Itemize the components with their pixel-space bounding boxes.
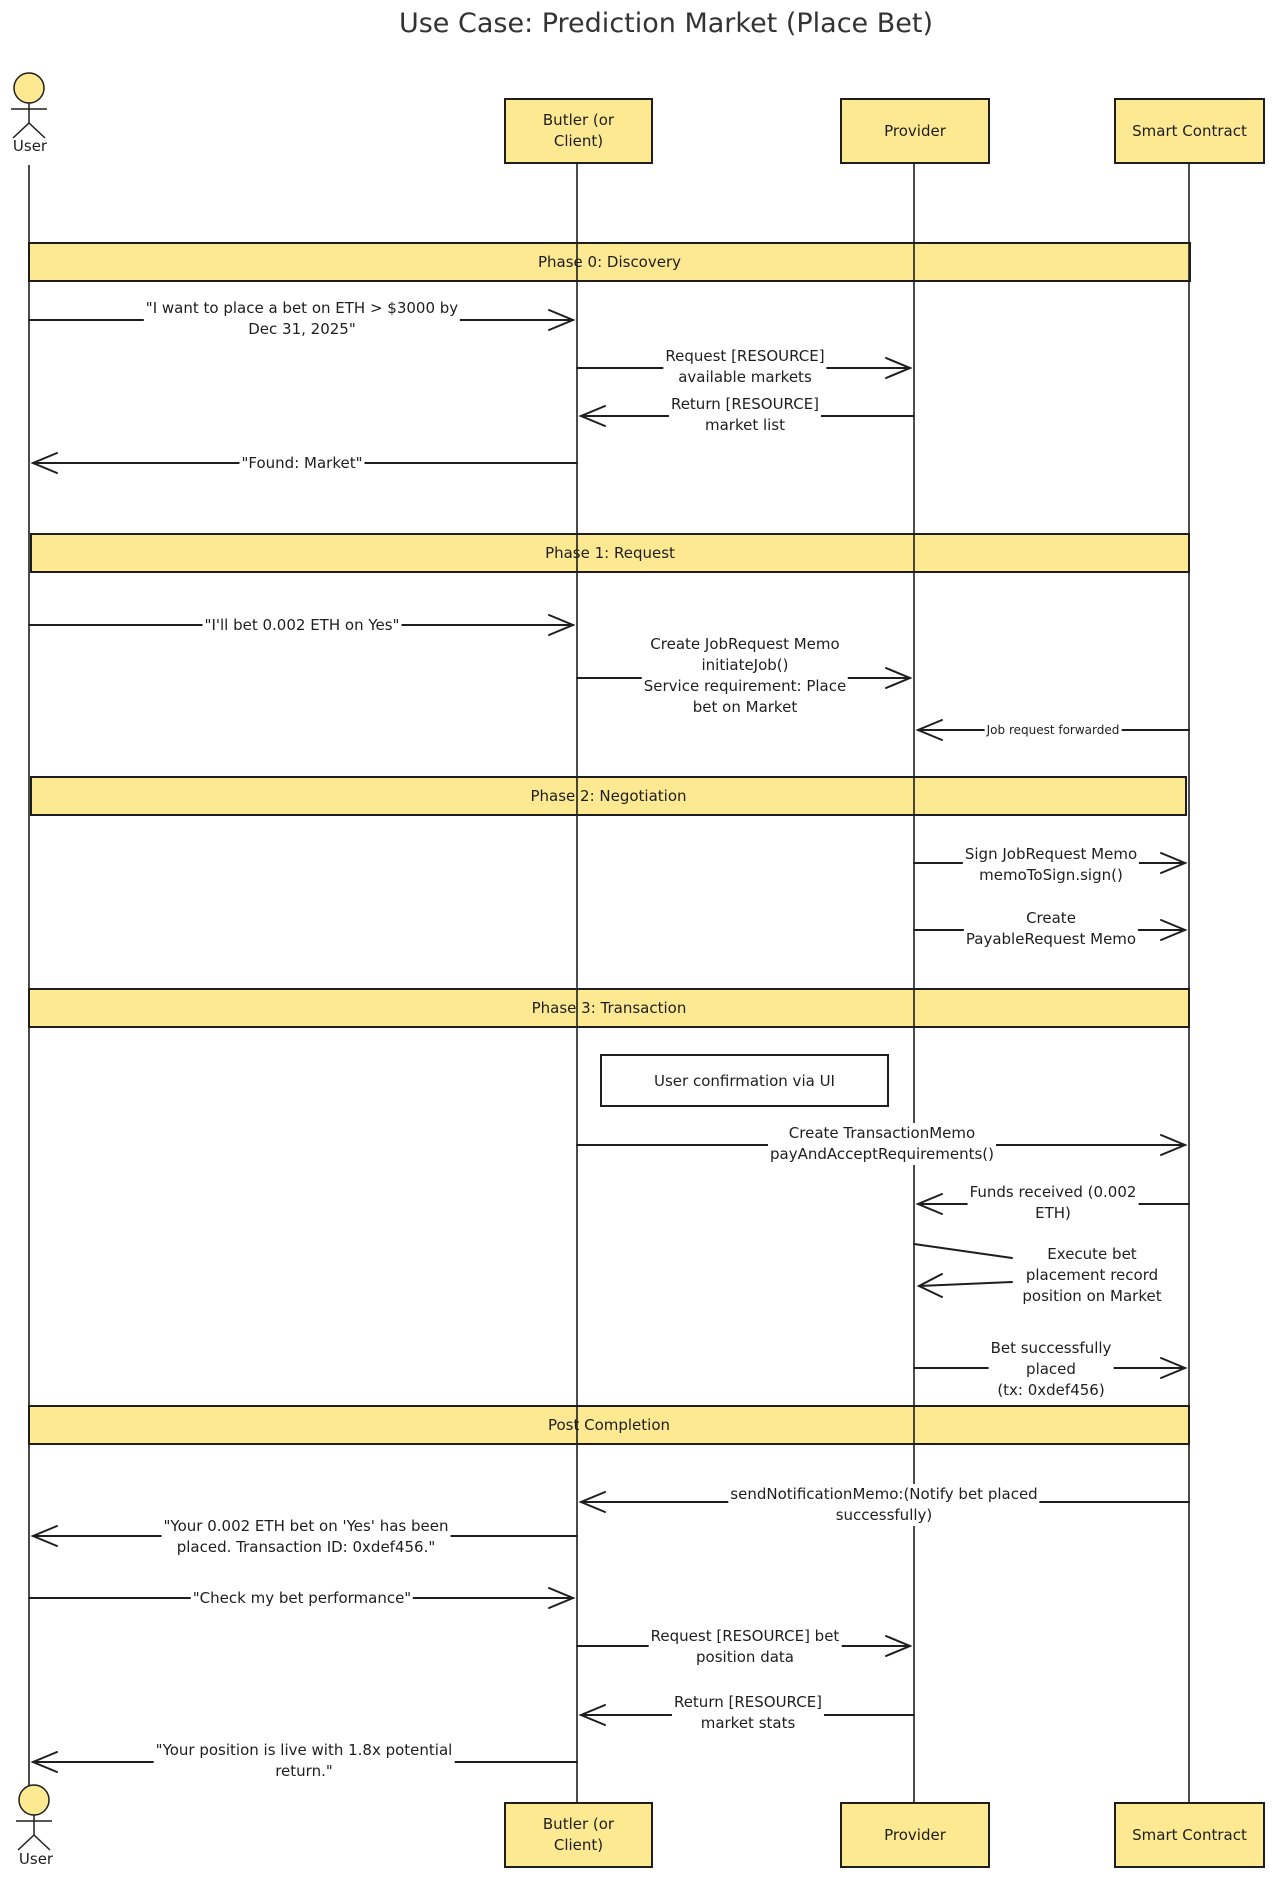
- phase-label: Phase 3: Transaction: [531, 999, 687, 1017]
- participant-provider-bottom: Provider: [840, 1802, 990, 1868]
- message-label: "I'll bet 0.002 ETH on Yes": [202, 615, 402, 636]
- message-arrow: [913, 1243, 1013, 1298]
- message-label: Create TransactionMemo payAndAcceptRequi…: [768, 1123, 996, 1165]
- phase-request: Phase 1: Request: [30, 533, 1190, 573]
- actor-user-label: User: [12, 137, 48, 155]
- phase-label: Phase 0: Discovery: [537, 253, 682, 271]
- message-label: Request [RESOURCE] available markets: [663, 346, 827, 388]
- phase-label: Post Completion: [547, 1416, 671, 1434]
- phase-negotiation: Phase 2: Negotiation: [30, 776, 1187, 816]
- participant-contract: Smart Contract: [1114, 98, 1265, 164]
- message-label: "I want to place a bet on ETH > $3000 by…: [143, 298, 461, 340]
- message-label: Execute bet placement record position on…: [1020, 1244, 1164, 1307]
- participant-contract-bottom: Smart Contract: [1114, 1802, 1265, 1868]
- phase-transaction: Phase 3: Transaction: [28, 988, 1190, 1028]
- message-label: Bet successfully placed (tx: 0xdef456): [988, 1338, 1114, 1401]
- message-label: Request [RESOURCE] bet position data: [648, 1626, 842, 1668]
- message-label: Create PayableRequest Memo: [963, 908, 1139, 950]
- user-actor-top: [11, 72, 47, 139]
- message-label: Funds received (0.002 ETH): [967, 1182, 1139, 1224]
- actor-user-label-bottom: User: [18, 1850, 54, 1868]
- diagram-title: Use Case: Prediction Market (Place Bet): [398, 8, 934, 39]
- message-label: "Your position is live with 1.8x potenti…: [153, 1740, 455, 1782]
- participant-butler: Butler (or Client): [504, 98, 653, 164]
- message-label: Return [RESOURCE] market stats: [671, 1692, 825, 1734]
- message-label: "Check my bet performance": [190, 1588, 414, 1609]
- phase-discovery: Phase 0: Discovery: [28, 242, 1191, 282]
- user-actor-bottom: [16, 1784, 52, 1851]
- participant-provider: Provider: [840, 98, 990, 164]
- phase-label: Phase 1: Request: [545, 544, 675, 562]
- message-label: "Found: Market": [239, 453, 365, 474]
- message-label: Create JobRequest Memo initiateJob() Ser…: [641, 634, 849, 718]
- phase-label: Phase 2: Negotiation: [530, 787, 687, 805]
- message-label: Return [RESOURCE] market list: [668, 394, 822, 436]
- message-label: Sign JobRequest Memo memoToSign.sign(): [962, 844, 1140, 886]
- message-label: sendNotificationMemo:(Notify bet placed …: [728, 1484, 1040, 1526]
- note-user-confirmation: User confirmation via UI: [600, 1054, 889, 1107]
- message-label: "Your 0.002 ETH bet on 'Yes' has been pl…: [161, 1516, 451, 1558]
- participant-butler-bottom: Butler (or Client): [504, 1802, 653, 1868]
- phase-post-completion: Post Completion: [28, 1405, 1190, 1445]
- message-label: Job request forwarded: [984, 722, 1122, 738]
